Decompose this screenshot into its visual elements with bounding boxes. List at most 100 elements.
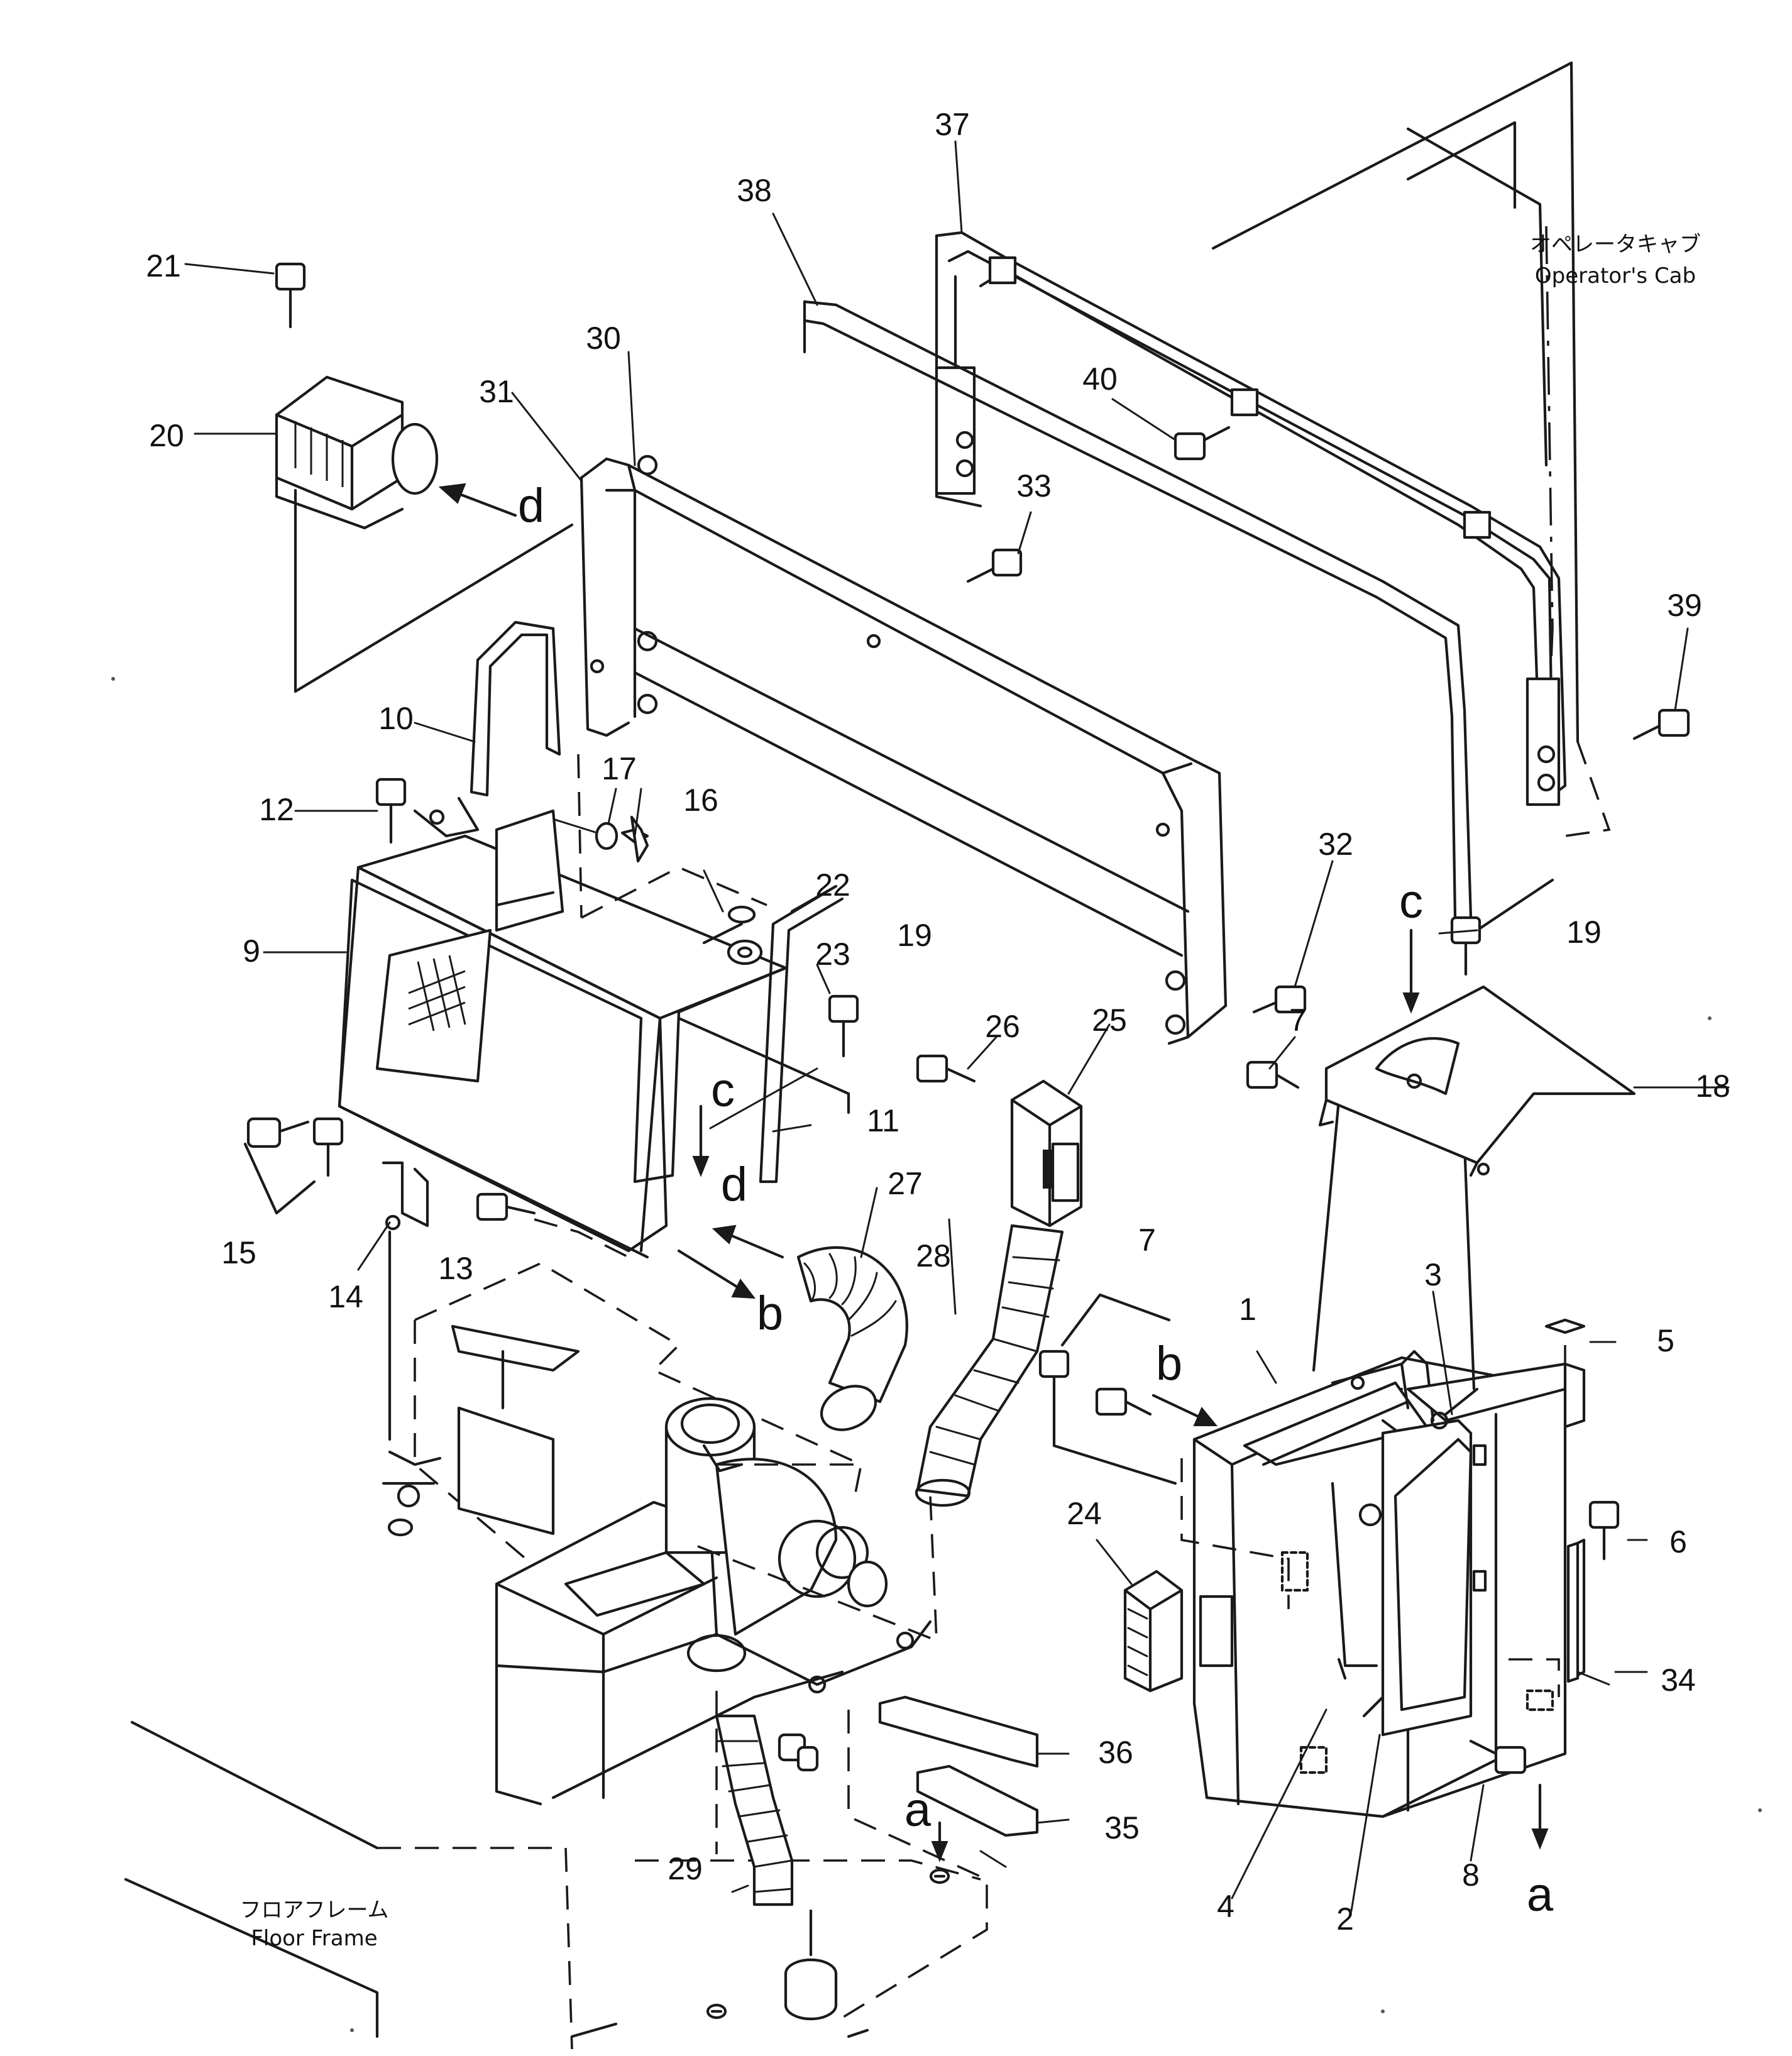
letter-d-top: d bbox=[518, 479, 544, 532]
callout-13: 13 bbox=[438, 1251, 473, 1286]
callout-10: 10 bbox=[378, 701, 414, 736]
callout-36: 36 bbox=[1098, 1735, 1133, 1770]
part-21-bolt bbox=[275, 262, 306, 329]
callout-5: 5 bbox=[1657, 1323, 1674, 1358]
part-30-31-frame bbox=[580, 454, 1228, 1045]
part-13-bolt bbox=[476, 1192, 629, 1258]
callout-20: 20 bbox=[149, 418, 184, 453]
callout-27: 27 bbox=[888, 1166, 923, 1201]
arrow-a-left bbox=[931, 1821, 948, 1862]
part-39-bolt bbox=[1632, 708, 1690, 740]
arrow-a-right bbox=[1531, 1783, 1549, 1850]
callout-11: 11 bbox=[867, 1103, 899, 1138]
part-28-hose bbox=[915, 1224, 1064, 1507]
part-1-main-unit bbox=[1180, 1098, 1586, 1818]
callout-30: 30 bbox=[586, 321, 621, 356]
callout-16: 16 bbox=[683, 783, 718, 818]
part-15-bolts bbox=[243, 1117, 344, 1215]
part-33-bolt bbox=[966, 548, 1023, 583]
part-32-bolt bbox=[1252, 985, 1307, 1014]
callout-15: 15 bbox=[221, 1235, 256, 1270]
part-9-housing bbox=[338, 754, 850, 1259]
letter-c-right: c bbox=[1399, 875, 1423, 928]
small-screw-floor-1 bbox=[929, 1868, 950, 1884]
callout-19-left: 19 bbox=[897, 918, 932, 953]
callout-26: 26 bbox=[985, 1009, 1020, 1044]
part-10-bracket bbox=[470, 620, 561, 797]
letter-c-left: c bbox=[711, 1064, 735, 1117]
part-20-component bbox=[275, 375, 574, 693]
letter-d-mid: d bbox=[721, 1158, 747, 1211]
part-14-bracket bbox=[382, 1161, 429, 1441]
connection-letter-labels: d c d b c b a a bbox=[518, 479, 1554, 1921]
part-19-bolt-right bbox=[1450, 916, 1481, 976]
callout-18: 18 bbox=[1695, 1069, 1730, 1104]
letter-b-left: b bbox=[757, 1287, 783, 1340]
callout-12: 12 bbox=[259, 792, 294, 827]
callout-7-lower: 7 bbox=[1138, 1223, 1156, 1258]
blower-unit bbox=[382, 1262, 938, 1806]
arrow-d-top bbox=[438, 483, 517, 517]
part-26-bolt bbox=[916, 1054, 976, 1083]
callout-labels: 1 2 3 4 5 6 7 7 8 9 10 11 12 13 14 15 16… bbox=[146, 107, 1730, 1937]
part-40-bolt bbox=[1174, 426, 1231, 461]
part-29-hose bbox=[715, 1714, 838, 2021]
leader-lines bbox=[184, 140, 1730, 1912]
callout-22: 22 bbox=[815, 867, 850, 903]
callout-32: 32 bbox=[1318, 827, 1353, 862]
part-34-strip bbox=[1566, 1541, 1610, 1686]
callout-34: 34 bbox=[1661, 1663, 1696, 1698]
part-35-block bbox=[916, 1764, 1039, 1837]
floor-frame-jp-label: フロアフレーム bbox=[240, 1898, 389, 1923]
callout-35: 35 bbox=[1104, 1810, 1140, 1845]
arrow-b-right bbox=[1152, 1394, 1218, 1426]
callout-17: 17 bbox=[602, 751, 637, 786]
callout-19-right: 19 bbox=[1566, 915, 1602, 950]
callout-14: 14 bbox=[328, 1279, 363, 1314]
part-5-tab bbox=[1544, 1318, 1586, 1559]
callout-7-upper: 7 bbox=[1289, 1003, 1307, 1038]
operator-cab-outline bbox=[1211, 61, 1611, 932]
callout-33: 33 bbox=[1016, 468, 1052, 503]
callout-1: 1 bbox=[1239, 1292, 1256, 1327]
callout-38: 38 bbox=[737, 173, 772, 208]
callout-28: 28 bbox=[916, 1238, 951, 1273]
part-18-duct bbox=[1318, 985, 1636, 1177]
callout-24: 24 bbox=[1067, 1496, 1102, 1531]
part-22-washer bbox=[727, 905, 756, 924]
part-19-bolt-left bbox=[828, 994, 859, 1058]
part-25-outlet bbox=[1010, 1079, 1083, 1228]
part-37-frame bbox=[935, 231, 1567, 806]
operator-cab-jp-label: オペレータキャブ bbox=[1530, 232, 1701, 257]
small-screw-floor-2 bbox=[706, 2003, 727, 2020]
callout-40: 40 bbox=[1082, 361, 1118, 397]
part-16-wing-bolt bbox=[620, 815, 649, 863]
letter-b-right: b bbox=[1156, 1337, 1182, 1390]
callout-9: 9 bbox=[243, 933, 260, 969]
callout-37: 37 bbox=[935, 107, 970, 142]
arrow-b-left bbox=[677, 1249, 756, 1299]
part-8-bolt bbox=[1469, 1739, 1527, 1774]
callout-4: 4 bbox=[1217, 1889, 1234, 1924]
part-7-bolts-lower bbox=[1038, 1293, 1177, 1485]
part-17-washer bbox=[546, 816, 618, 850]
part-2-gasket bbox=[1362, 1695, 1385, 1718]
floor-frame-en-label: Floor Frame bbox=[251, 1926, 377, 1951]
callout-21: 21 bbox=[146, 248, 181, 283]
part-4-seal bbox=[1337, 1657, 1347, 1680]
arrow-d-mid bbox=[712, 1224, 784, 1259]
callout-31: 31 bbox=[479, 374, 514, 409]
arrow-c-left bbox=[692, 1104, 710, 1177]
floor-frame-outline bbox=[124, 1691, 988, 2050]
callout-39: 39 bbox=[1667, 588, 1702, 623]
arrow-c-right bbox=[1402, 928, 1420, 1014]
callout-6: 6 bbox=[1669, 1524, 1687, 1559]
scan-specks bbox=[111, 677, 1762, 2032]
part-11-strip bbox=[759, 884, 844, 1184]
callout-23: 23 bbox=[815, 937, 850, 972]
part-36-strip bbox=[878, 1695, 1070, 1768]
callout-29: 29 bbox=[668, 1851, 703, 1886]
part-27-hose bbox=[796, 1246, 908, 1431]
callout-3: 3 bbox=[1424, 1257, 1442, 1292]
